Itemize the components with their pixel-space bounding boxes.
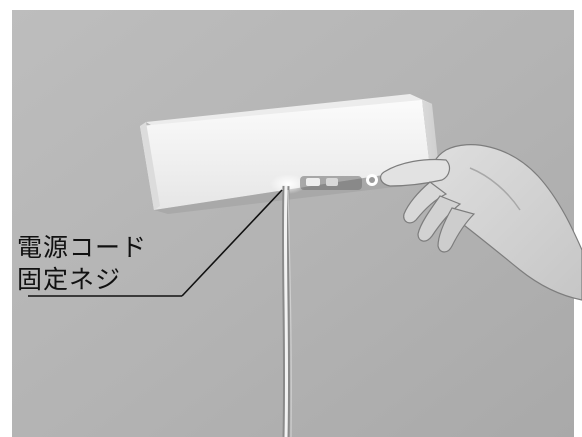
callout-line-power-cord: 電源コード	[17, 233, 148, 262]
hand	[380, 144, 582, 301]
callout-line-fixing-screw: 固定ネジ	[17, 265, 122, 294]
callout-label: 電源コード 固定ネジ	[17, 232, 187, 296]
cord-fixing-screw	[270, 174, 378, 194]
callout-leader-line	[28, 189, 283, 297]
power-cord	[281, 185, 292, 437]
